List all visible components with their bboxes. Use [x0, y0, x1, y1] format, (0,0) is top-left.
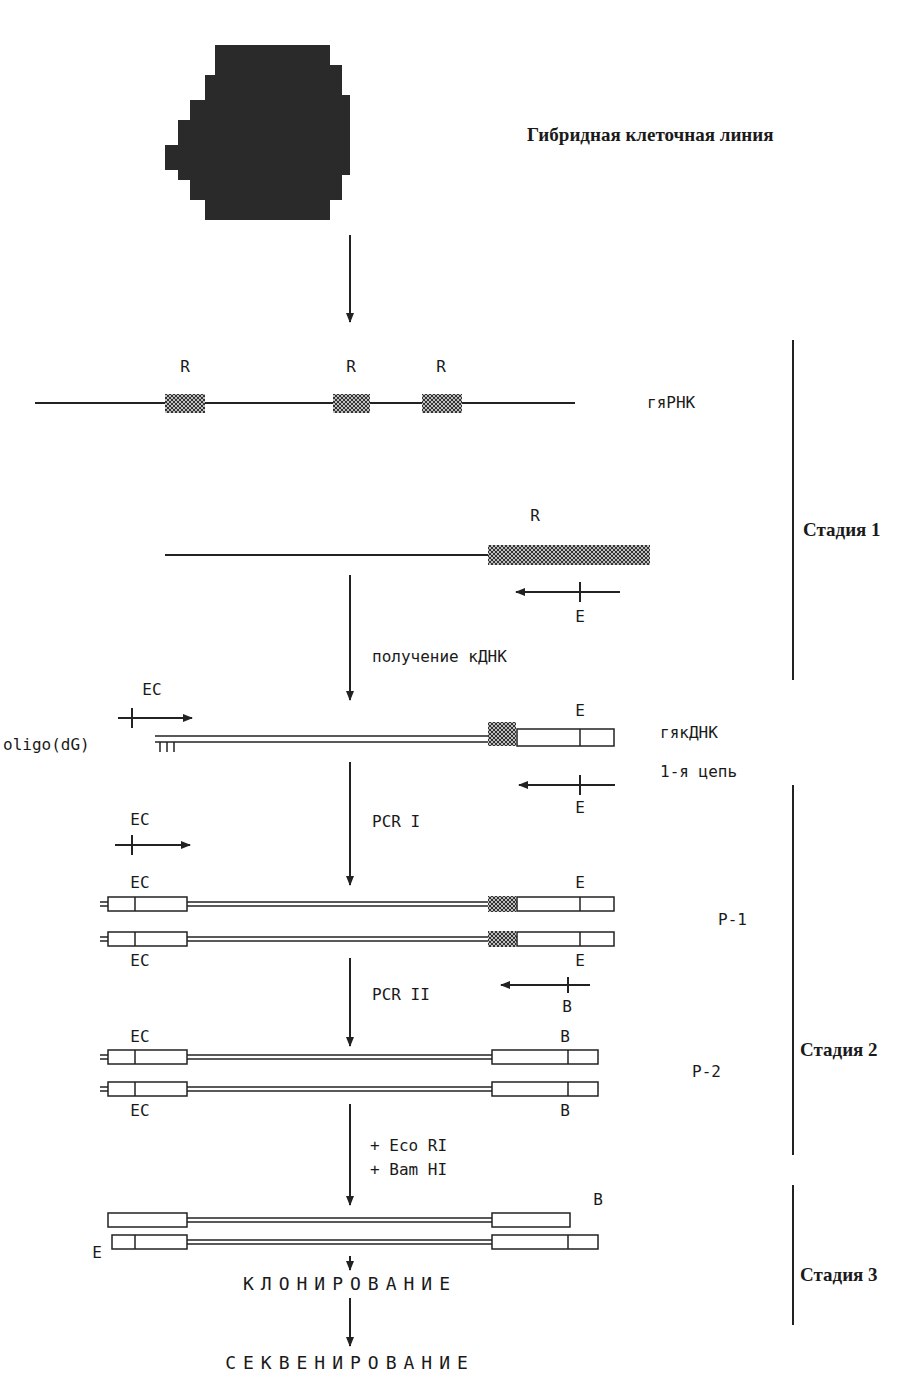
- label: B: [562, 998, 572, 1016]
- label: E: [575, 799, 585, 817]
- label: Стадия 1: [803, 520, 881, 541]
- label: Стадия 2: [800, 1040, 878, 1061]
- label: B: [560, 1028, 570, 1046]
- label: гякДНК: [660, 724, 718, 742]
- label: oligo(dG): [3, 736, 90, 754]
- label: СЕКВЕНИРОВАНИЕ: [225, 1353, 475, 1373]
- label: P-1: [718, 911, 747, 929]
- label: + Bam HI: [370, 1161, 447, 1179]
- label: E: [575, 952, 585, 970]
- label: PCR I: [372, 813, 420, 831]
- label: КЛОНИРОВАНИЕ: [243, 1274, 457, 1294]
- label: E: [575, 608, 585, 626]
- label: EC: [130, 1028, 149, 1046]
- label: R: [436, 358, 446, 376]
- label: P-2: [692, 1063, 721, 1081]
- label: E: [92, 1244, 102, 1262]
- label: E: [575, 874, 585, 892]
- label: R: [530, 507, 540, 525]
- label: Гибридная клеточная линия: [527, 125, 774, 146]
- label: B: [560, 1102, 570, 1120]
- label: EC: [142, 681, 161, 699]
- label: EC: [130, 1102, 149, 1120]
- label: E: [575, 702, 585, 720]
- label: PCR II: [372, 986, 430, 1004]
- label: Стадия 3: [800, 1265, 878, 1286]
- label: + Eco RI: [370, 1137, 447, 1155]
- label: 1-я цепь: [660, 763, 737, 781]
- label: получение кДНК: [372, 648, 507, 666]
- label: EC: [130, 874, 149, 892]
- label: R: [346, 358, 356, 376]
- label: R: [180, 358, 190, 376]
- label: EC: [130, 952, 149, 970]
- label: B: [593, 1191, 603, 1209]
- label: гяРНК: [647, 394, 695, 412]
- label: EC: [130, 811, 149, 829]
